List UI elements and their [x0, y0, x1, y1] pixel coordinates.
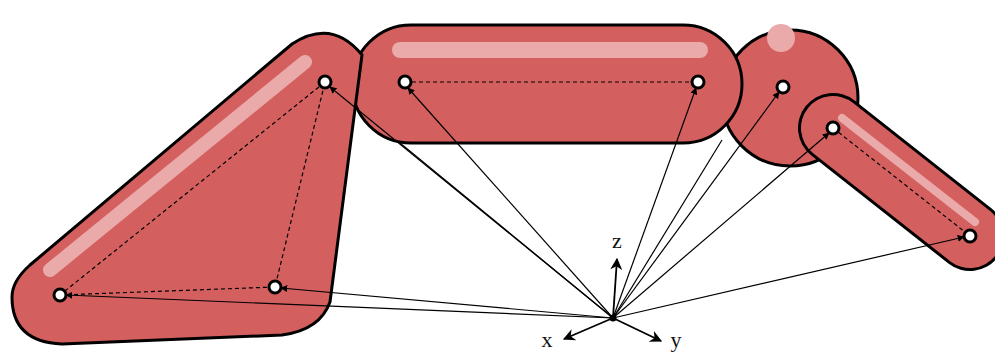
end-link — [833, 118, 975, 236]
joint-dot — [54, 76, 976, 301]
position-vector — [66, 87, 964, 318]
tangent-line — [400, 140, 722, 318]
axis-label: z — [612, 230, 622, 252]
axis-label: x — [542, 329, 553, 351]
axis-arrow — [564, 259, 661, 341]
capsule-link — [352, 25, 742, 143]
axis-label: y — [671, 329, 682, 351]
triangle-link — [12, 33, 362, 344]
dashed-frame — [60, 82, 970, 295]
origin-dot — [610, 315, 617, 322]
